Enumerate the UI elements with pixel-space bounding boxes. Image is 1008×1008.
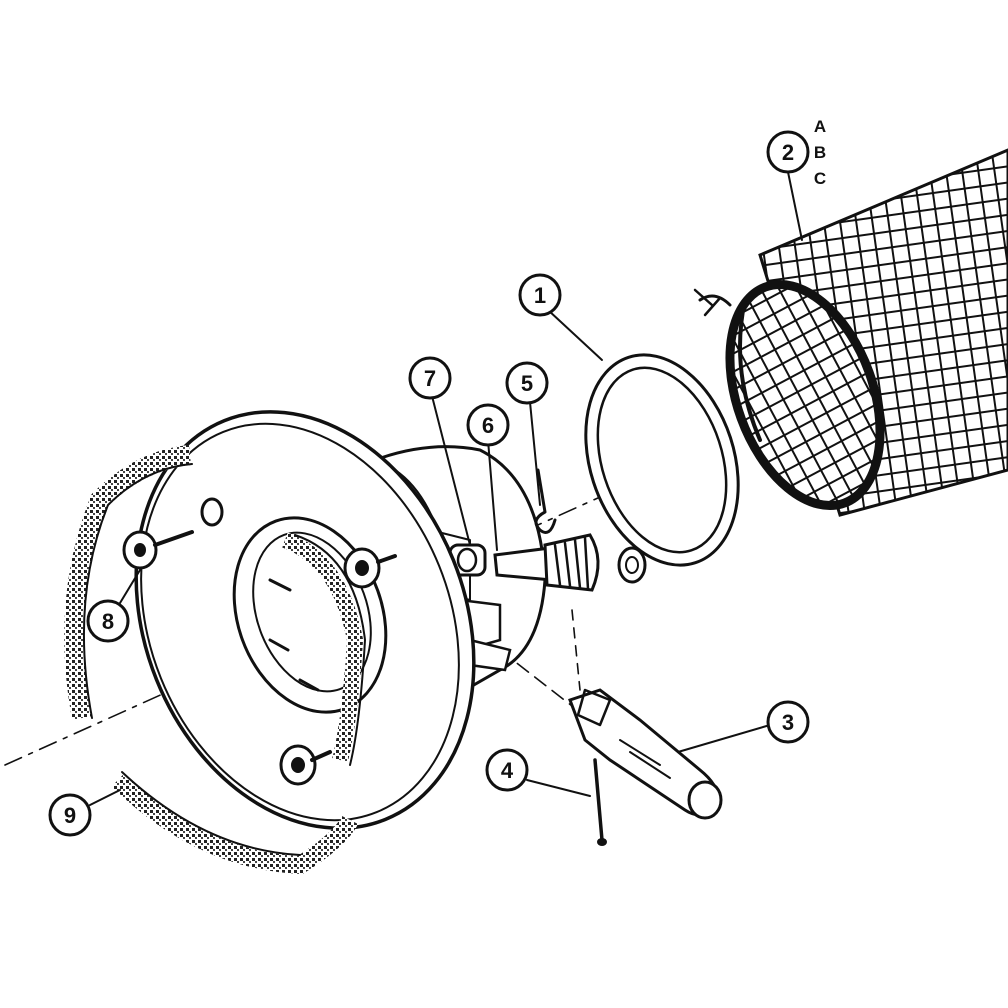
- callout-8-label: 8: [102, 609, 114, 634]
- callout-4-label: 4: [501, 758, 514, 783]
- shaft-knob: [493, 533, 600, 592]
- callout-1: 1: [518, 273, 562, 317]
- callout-3-label: 3: [782, 710, 794, 735]
- callout-5: 5: [505, 361, 549, 405]
- callout-9-label: 9: [64, 803, 76, 828]
- mesh-filter-cylinder: [693, 148, 1008, 517]
- motor-disc: [134, 410, 476, 830]
- pin: [593, 758, 607, 846]
- leader-lines: [89, 171, 803, 806]
- brush-strip-left: [64, 445, 193, 720]
- callout-1-label: 1: [534, 283, 546, 308]
- variant-labels: A B C: [814, 117, 826, 188]
- variant-b: B: [814, 143, 826, 162]
- callout-5-label: 5: [521, 371, 533, 396]
- callout-2: 2: [766, 130, 810, 174]
- latch-lever: [568, 688, 723, 820]
- callout-4: 4: [485, 748, 529, 792]
- mount-bolt-upper-left: [122, 530, 194, 570]
- latch-axis: [571, 609, 581, 691]
- callout-6-label: 6: [482, 413, 494, 438]
- callout-8: 8: [86, 599, 130, 643]
- mount-bolt-right: [343, 547, 397, 589]
- callout-7-label: 7: [424, 366, 436, 391]
- drawstring-tie: [698, 294, 732, 307]
- gasket-ring: [584, 353, 740, 567]
- clip: [534, 468, 557, 534]
- callout-7: 7: [408, 356, 452, 400]
- mount-bolt-lower: [279, 744, 332, 786]
- brush-strip-bottom: [111, 771, 359, 875]
- callout-3: 3: [766, 700, 810, 744]
- callout-9: 9: [48, 793, 92, 837]
- variant-c: C: [814, 169, 826, 188]
- variant-a: A: [814, 117, 826, 136]
- callout-2-label: 2: [782, 140, 794, 165]
- callout-6: 6: [466, 403, 510, 447]
